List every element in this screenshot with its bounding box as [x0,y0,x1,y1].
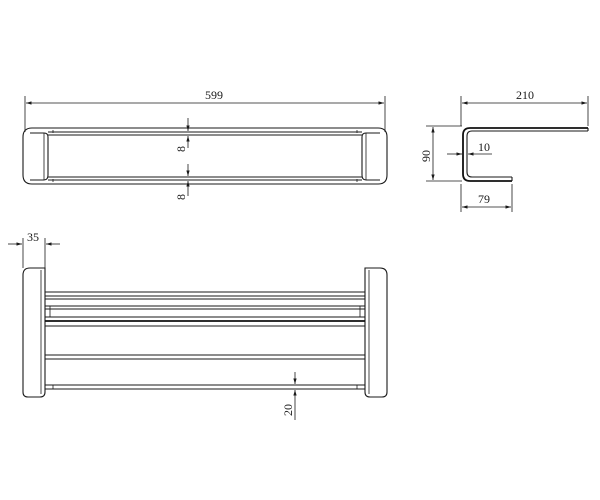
dimension-top-gap-upper: 8 [174,118,190,152]
top-view: 599 8 8 [22,88,388,200]
dim-label-599: 599 [205,88,223,102]
dimension-side-bottom-depth: 79 [460,184,513,212]
dim-label-10: 10 [478,140,490,154]
dim-label-8-upper: 8 [174,146,188,152]
top-end-cap-right [361,132,380,181]
dimension-front-end-width: 35 [8,230,60,268]
dimension-side-inner-offset: 10 [447,140,492,156]
dimension-side-height: 90 [419,125,462,182]
dimension-side-depth: 210 [460,88,589,126]
dim-label-20: 20 [281,404,295,416]
dim-label-35: 35 [27,230,39,244]
dim-label-79: 79 [478,192,490,206]
front-end-post-left [22,267,46,398]
dimension-top-total-width: 599 [24,88,386,132]
front-end-post-right [364,267,388,398]
dim-label-90: 90 [419,150,433,162]
side-profile [462,127,588,182]
front-shelf-lower [45,354,365,390]
dimension-front-rail-gap: 20 [281,372,297,420]
dim-label-210: 210 [516,88,534,102]
side-view: 210 90 10 79 [419,88,589,212]
dimension-top-gap-lower: 8 [174,164,190,200]
top-body-outline [22,127,388,185]
top-end-cap-left [30,132,49,181]
front-shelf-upper [45,291,365,327]
front-view: 35 [8,230,388,420]
dim-label-8-lower: 8 [174,194,188,200]
